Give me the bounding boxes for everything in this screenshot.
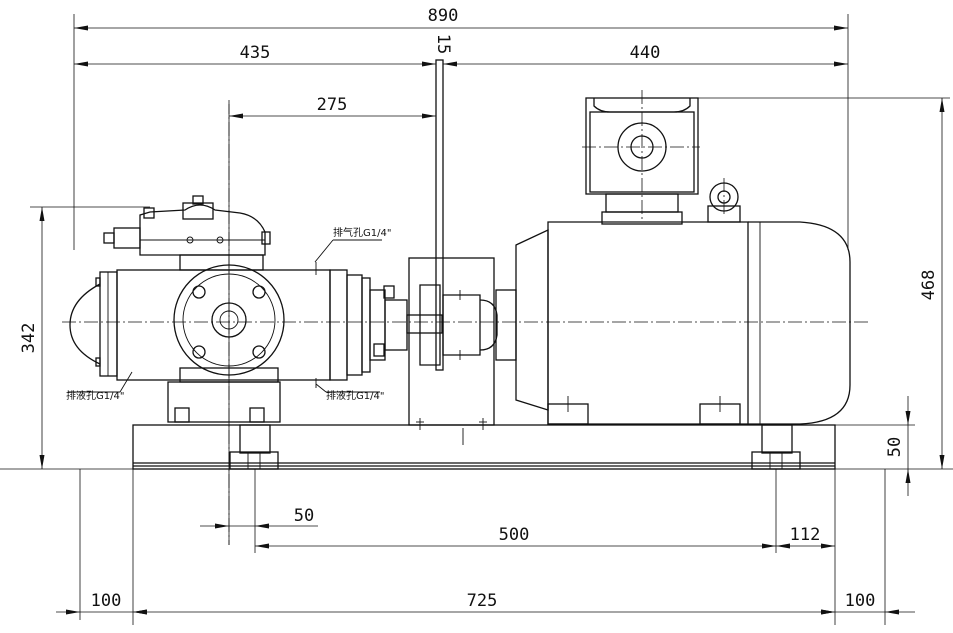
dim-base-length: 725 [467,591,498,611]
dim-bolt-spacing: 500 [499,525,530,545]
dimension-texts: 890 435 440 15 275 468 342 50 50 500 112… [19,6,939,611]
vent-port-label: 排气孔G1/4" [333,226,391,239]
dim-bolt-to-edge: 112 [790,525,821,545]
dim-coupling-to-motor: 440 [630,43,661,63]
dim-coupling-gap: 15 [433,34,453,54]
dim-base-height: 50 [885,437,905,457]
port-labels: 排气孔G1/4" 排液孔G1/4" 排液孔G1/4" [66,226,391,402]
drain-port-left-label: 排液孔G1/4" [66,389,124,402]
dim-total-height: 468 [919,270,939,301]
dim-pump-axis-to-coupling: 275 [317,95,348,115]
dim-pump-to-coupling: 435 [240,43,271,63]
dim-right-margin: 100 [845,591,876,611]
dimension-lines [39,25,945,615]
dim-overall-width: 890 [428,6,459,26]
drain-port-right-label: 排液孔G1/4" [326,389,384,402]
dim-axis-height: 342 [19,323,39,354]
dim-left-margin: 100 [91,591,122,611]
coupling [406,59,498,426]
center-lines [62,90,870,545]
dim-pump-axis-to-bolt: 50 [294,506,314,526]
